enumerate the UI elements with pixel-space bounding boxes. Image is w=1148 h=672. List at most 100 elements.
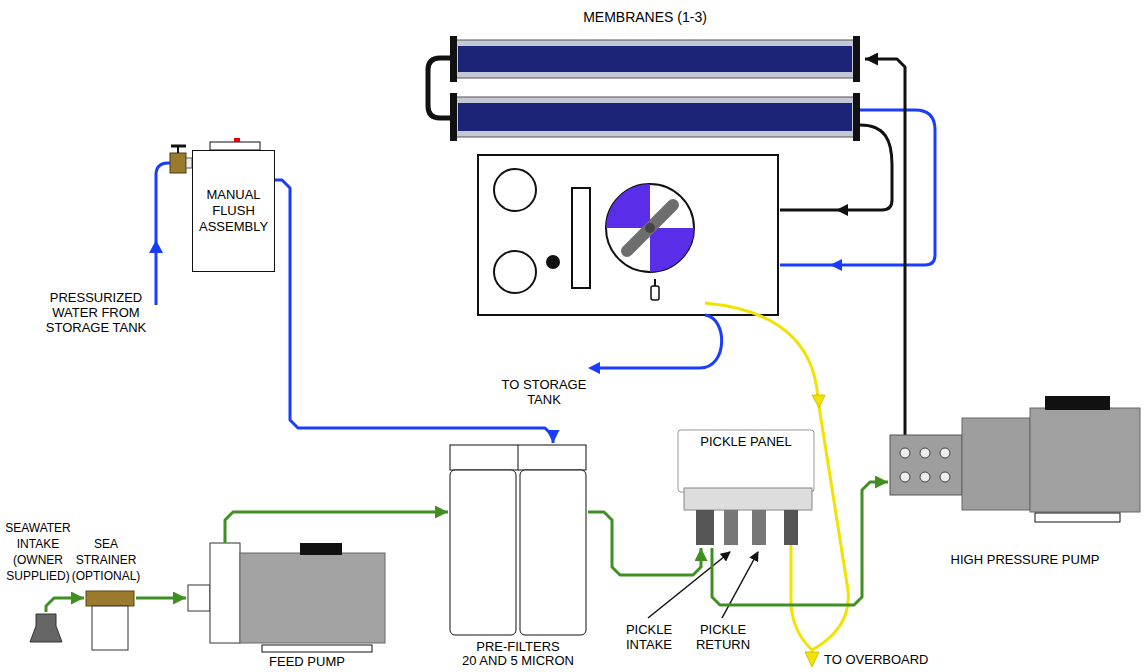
motor-base <box>262 645 372 652</box>
strainer-bowl <box>92 606 128 650</box>
part-name: SEAWATER INTAKE (OWNER SUPPLIED) <box>0 520 76 584</box>
destination-label: TO STORAGE TANK <box>494 377 594 407</box>
brine-line <box>780 125 892 210</box>
crossover-hose <box>428 58 452 118</box>
pump-body <box>962 418 1030 510</box>
valve-port <box>696 510 714 545</box>
product-line <box>780 110 935 265</box>
toggle-switch <box>651 286 659 300</box>
part-name: SEA STRAINER (OPTIONAL) <box>68 536 144 584</box>
control-panel <box>478 155 778 315</box>
pump-inlet <box>188 585 210 611</box>
strainer-cap <box>86 591 134 606</box>
pressure-gauge <box>494 251 536 293</box>
filter-head <box>450 445 586 470</box>
part-name: MEMBRANES (1-3) <box>425 9 865 26</box>
manifold-bolt <box>900 448 910 458</box>
flow-arrowhead <box>588 362 600 374</box>
part-name: FEED PUMP <box>207 654 407 669</box>
valve-handle <box>627 205 673 251</box>
valve-port <box>752 510 766 545</box>
filter-head-divider <box>518 445 519 470</box>
pump-motor <box>1030 408 1140 512</box>
membrane-vessel <box>455 40 855 78</box>
pressure-gauge <box>494 169 536 211</box>
port-label: PICKLE RETURN <box>692 622 754 652</box>
wrap-spacer <box>452 640 470 654</box>
filter-canister <box>520 470 586 635</box>
valve-hub <box>645 223 655 233</box>
source-label: PRESSURIZED WATER FROM STORAGE TANK <box>41 290 151 335</box>
pump-head <box>210 543 240 643</box>
toggle-lever <box>654 279 656 286</box>
flow-line <box>712 482 888 605</box>
pump-manifold <box>890 435 962 495</box>
pre-filter-housing: PRE-FILTERS 20 AND 5 MICRON <box>448 443 588 638</box>
manifold-bolt <box>900 472 910 482</box>
destination-label: TO OVERBOARD <box>824 652 944 667</box>
indicator-dot <box>234 138 240 142</box>
wrap-spacer <box>566 640 584 654</box>
membrane-core <box>458 103 852 131</box>
valve-port <box>784 510 798 545</box>
pressure-knob <box>546 255 560 269</box>
valve-port <box>724 510 738 545</box>
pickle-plate <box>678 430 814 492</box>
membrane-core <box>458 46 852 72</box>
intake-fitting <box>30 614 62 642</box>
end-cap <box>853 93 860 141</box>
flow-arrowhead <box>805 652 819 667</box>
valve-sector <box>650 228 694 272</box>
port-label: PICKLE INTAKE <box>618 622 680 652</box>
seawater-intake: SEAWATER INTAKE (OWNER SUPPLIED) <box>33 612 59 642</box>
part-name: HIGH PRESSURE PUMP <box>930 552 1120 567</box>
part-name: PRE-FILTERS 20 AND 5 MICRON <box>452 640 584 668</box>
motor-base <box>1035 513 1120 522</box>
product-line <box>598 315 722 368</box>
supply-line <box>156 163 172 305</box>
flush-valve <box>170 153 186 173</box>
valve-stem <box>177 146 179 153</box>
leader-line <box>648 552 730 618</box>
sea-strainer: SEA STRAINER (OPTIONAL) <box>84 590 136 652</box>
overboard-line <box>791 545 812 654</box>
part-name: PICKLE PANEL <box>678 434 814 449</box>
flow-arrowhead <box>149 240 163 253</box>
pickle-panel: PICKLE PANEL <box>676 428 816 548</box>
pickle-manifold <box>684 488 812 510</box>
motor-junction-box <box>300 543 342 555</box>
flow-meter <box>572 188 590 288</box>
manifold-bolt <box>940 472 950 482</box>
motor-junction-box <box>1045 396 1110 410</box>
flow-line <box>46 598 84 612</box>
valve-sector <box>606 184 650 228</box>
flow-line <box>865 59 905 395</box>
flow-arrowhead <box>836 204 848 216</box>
flow-arrowhead <box>830 259 842 271</box>
flow-line <box>275 180 553 443</box>
feed-pump: FEED PUMP <box>186 543 386 654</box>
high-pressure-pump: HIGH PRESSURE PUMP <box>888 395 1143 525</box>
pump-motor <box>240 553 385 643</box>
flush-head <box>210 142 260 150</box>
part-name: MANUAL FLUSH ASSEMBLY <box>199 187 268 235</box>
membrane-vessel <box>455 97 855 137</box>
manifold-bolt <box>920 448 930 458</box>
end-cap <box>853 36 860 82</box>
diverter-valve <box>606 184 694 272</box>
flow-line <box>136 597 186 600</box>
flush-assembly-box: MANUAL FLUSH ASSEMBLY <box>192 150 275 272</box>
flow-arrowhead <box>812 395 825 408</box>
end-cap <box>450 93 457 141</box>
manifold-bolt <box>940 448 950 458</box>
filter-canister <box>450 470 516 635</box>
membrane-array: MEMBRANES (1-3) <box>425 8 865 144</box>
flow-line <box>225 512 448 543</box>
high-pressure-outlet <box>904 395 907 435</box>
leader-line <box>722 552 758 618</box>
manifold-bolt <box>920 472 930 482</box>
flow-line <box>588 512 701 575</box>
